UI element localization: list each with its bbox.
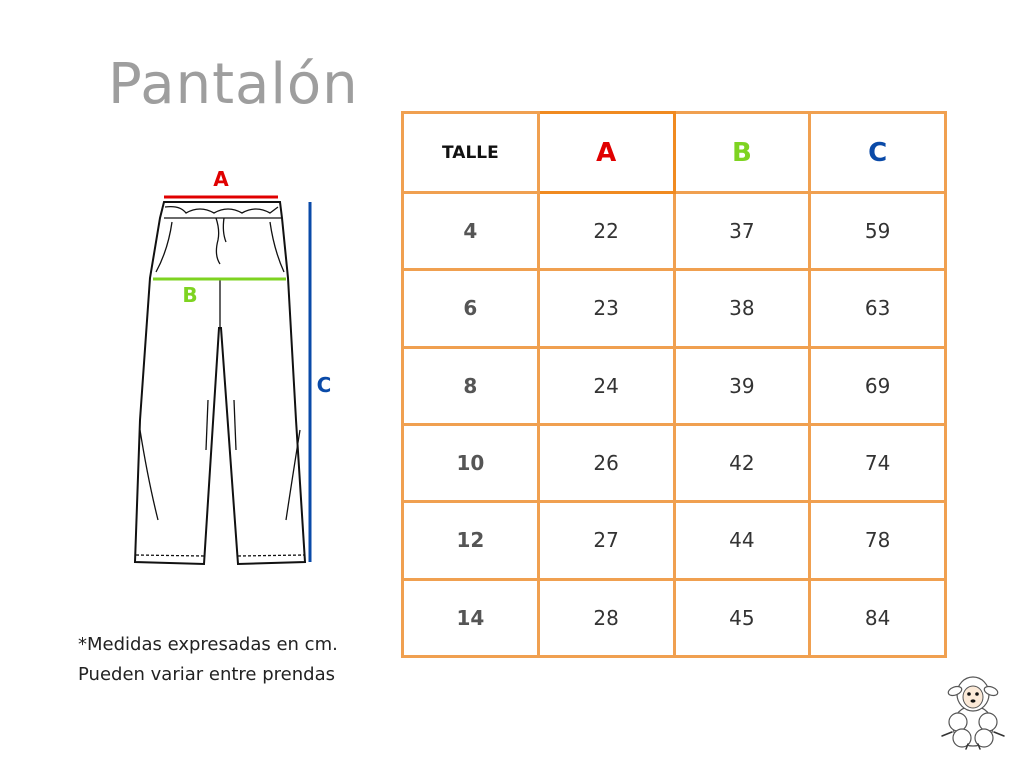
measurement-note: *Medidas expresadas en cm. Pueden variar… — [78, 630, 338, 690]
cell-a: 24 — [536, 345, 676, 426]
table-row: 10 26 42 74 — [401, 422, 947, 504]
note-line-2: Pueden variar entre prendas — [78, 664, 335, 685]
header-talle: TALLE — [401, 111, 540, 194]
note-line-1: *Medidas expresadas en cm. — [78, 634, 338, 655]
cell-c: 84 — [808, 577, 947, 659]
cell-size: 6 — [401, 268, 540, 349]
label-a: A — [213, 167, 229, 191]
pants-diagram: A B C — [133, 167, 332, 566]
table-row: 8 24 39 69 — [401, 345, 947, 426]
cell-size: 8 — [401, 345, 540, 426]
table-row: 6 23 38 63 — [401, 268, 947, 349]
cell-b: 37 — [672, 190, 812, 272]
cell-a: 28 — [536, 577, 676, 659]
pants-outline — [133, 201, 307, 566]
table-row: 14 28 45 84 — [401, 577, 947, 659]
cell-a: 26 — [536, 422, 676, 504]
cell-size: 12 — [401, 500, 540, 581]
label-b: B — [182, 283, 197, 307]
table-header-row: TALLE A B C — [401, 111, 947, 194]
header-b: B — [672, 111, 812, 194]
cell-a: 23 — [536, 268, 676, 349]
cell-c: 63 — [808, 268, 947, 349]
size-table: TALLE A B C 4 22 37 59 6 23 38 63 8 24 3… — [401, 111, 947, 659]
table-row: 4 22 37 59 — [401, 190, 947, 272]
cell-c: 69 — [808, 345, 947, 426]
cell-c: 74 — [808, 422, 947, 504]
cell-c: 78 — [808, 500, 947, 581]
cell-size: 14 — [401, 577, 540, 659]
cell-b: 44 — [672, 500, 812, 581]
cell-size: 10 — [401, 422, 540, 504]
header-c: C — [808, 111, 947, 194]
cell-a: 22 — [536, 190, 676, 272]
cell-b: 38 — [672, 268, 812, 349]
label-c: C — [317, 373, 332, 397]
table-row: 12 27 44 78 — [401, 500, 947, 581]
cell-c: 59 — [808, 190, 947, 272]
header-a: A — [536, 111, 676, 194]
cell-b: 42 — [672, 422, 812, 504]
cell-b: 39 — [672, 345, 812, 426]
cell-a: 27 — [536, 500, 676, 581]
cell-b: 45 — [672, 577, 812, 659]
sheep-icon — [941, 676, 1005, 750]
page-title: Pantalón — [108, 52, 359, 117]
cell-size: 4 — [401, 190, 540, 272]
